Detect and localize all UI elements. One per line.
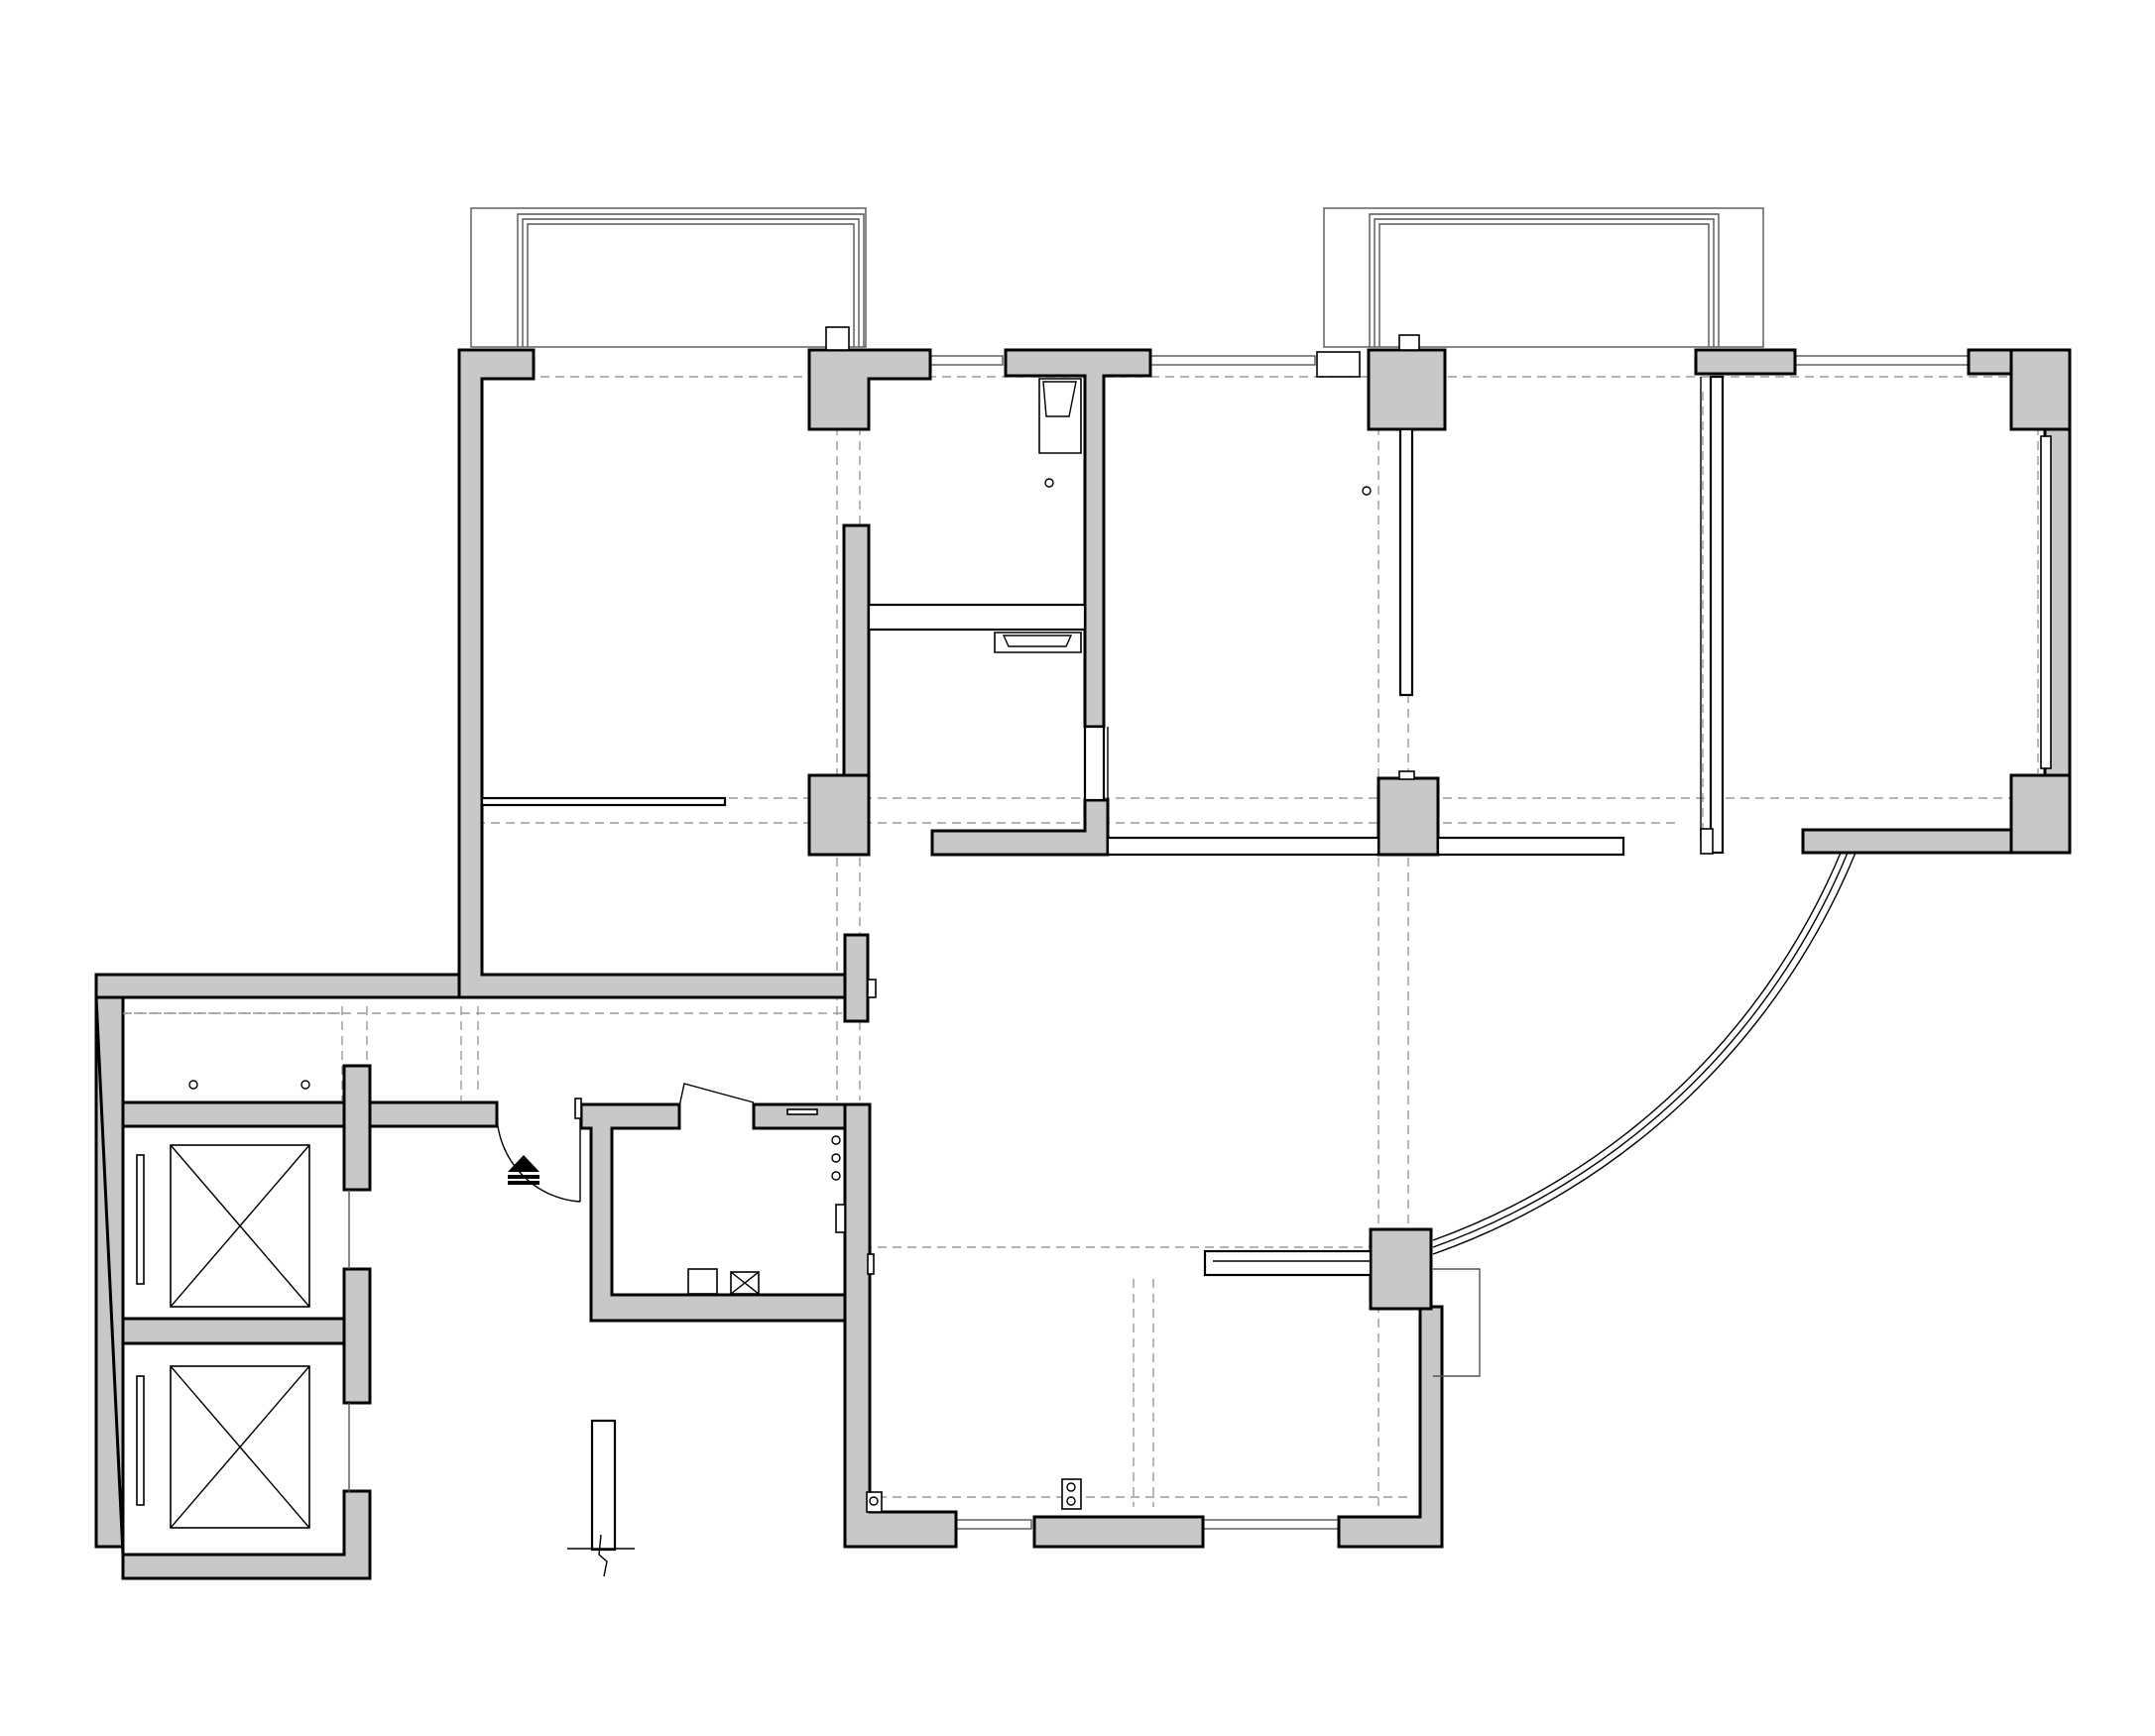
floor-drain-icon bbox=[831, 1135, 841, 1145]
kitchen-panel bbox=[835, 1204, 846, 1233]
column-top-right bbox=[2009, 348, 2072, 431]
balcony-right bbox=[1323, 207, 1764, 348]
wall-stub-a bbox=[342, 1064, 372, 1192]
wall-stub-b bbox=[342, 1267, 372, 1405]
partition-bath-door bbox=[1083, 725, 1106, 802]
column-middle bbox=[1377, 776, 1440, 857]
partition-hallway-ext bbox=[1436, 836, 1625, 857]
sink bbox=[994, 632, 1082, 653]
column-living bbox=[1369, 1227, 1433, 1311]
column-bottom-right bbox=[2009, 773, 2072, 855]
partition-bath bbox=[867, 603, 1087, 632]
partition-hallway bbox=[1106, 836, 1380, 857]
partition-bedroom-wardrobe bbox=[1398, 427, 1414, 697]
kitchen-meter bbox=[786, 1108, 818, 1115]
fixtures bbox=[188, 326, 1420, 1513]
balcony-left bbox=[470, 207, 867, 348]
wall-left-wing bbox=[457, 348, 863, 999]
column-mid-left bbox=[807, 773, 871, 857]
partition-living-right bbox=[1203, 1249, 1373, 1277]
floor-drain-icon bbox=[188, 1080, 198, 1090]
floor-drain-icon bbox=[1044, 478, 1054, 488]
wall-bottom-middle bbox=[1032, 1515, 1205, 1549]
wall-bottom-right bbox=[1337, 1305, 1444, 1549]
wall-top-right-a bbox=[1694, 348, 1797, 376]
partitions bbox=[480, 375, 2052, 1577]
elevators bbox=[136, 1144, 350, 1529]
kitchen-stove bbox=[687, 1268, 718, 1295]
wall-elevator-shaft bbox=[94, 995, 372, 1580]
floor-drain-icon bbox=[831, 1171, 841, 1181]
partition-corridor-stub bbox=[590, 1419, 617, 1552]
kitchen-folding-door bbox=[678, 1083, 755, 1107]
misc-details bbox=[123, 727, 1714, 1014]
wall-elevator-separator bbox=[121, 1317, 372, 1345]
column-top-middle bbox=[1367, 348, 1447, 431]
walls bbox=[94, 348, 2072, 1580]
elevator-cross-icon bbox=[136, 1144, 310, 1308]
wall-left-divider bbox=[842, 523, 871, 777]
doors bbox=[496, 852, 1856, 1377]
entrance-arrow-icon bbox=[508, 1155, 539, 1185]
column-corridor bbox=[843, 933, 870, 1023]
partition-right-room bbox=[1709, 375, 1725, 855]
wall-corridor-left bbox=[96, 1545, 125, 1552]
wall-corridor-divider bbox=[121, 1100, 499, 1128]
partition-left-room bbox=[480, 796, 727, 807]
elevator-cross-icon bbox=[136, 1365, 310, 1529]
floor-drain-icon bbox=[1362, 486, 1372, 496]
floor-drain-icon bbox=[831, 1153, 841, 1163]
wall-bath-L bbox=[930, 798, 1110, 857]
entrance-door-swing bbox=[496, 1113, 581, 1203]
floor-drain-icon bbox=[300, 1080, 310, 1090]
curved-wall-outer bbox=[1432, 852, 1856, 1255]
column-top-left bbox=[807, 348, 932, 431]
wall-center-vertical bbox=[843, 1102, 958, 1549]
